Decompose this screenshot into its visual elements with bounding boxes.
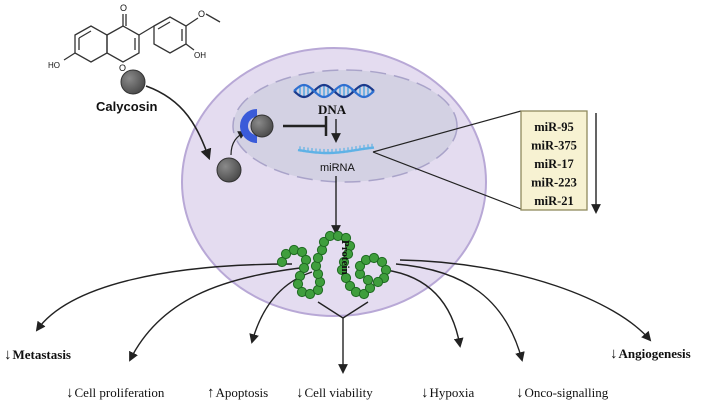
protein-bead <box>280 248 292 260</box>
mirna-item: miR-17 <box>534 157 574 171</box>
outcome-direction-arrow: ↓ <box>4 347 12 363</box>
mirna-label: miRNA <box>320 162 355 174</box>
outcome-arrow <box>342 301 369 319</box>
receptor-bound-ball <box>250 114 274 138</box>
hydroxyl-left-label: HO <box>48 61 60 70</box>
calycosin-label: Calycosin <box>96 99 157 114</box>
calycosin-structure <box>63 13 221 63</box>
outcome-text: Hypoxia <box>430 385 475 400</box>
protein-bead <box>362 274 374 286</box>
outcome-arrow <box>399 259 652 342</box>
protein-bead <box>296 246 308 258</box>
entry-arrow <box>145 85 212 161</box>
protein-bead <box>292 278 304 290</box>
outcome-arrows <box>35 259 652 374</box>
outcome-direction-arrow: ↓ <box>421 385 429 401</box>
protein-bead <box>342 248 354 260</box>
ring-oxygen-label: O <box>119 63 126 73</box>
protein-chain-icon <box>276 230 392 300</box>
hydroxyl-right-label: OH <box>194 51 206 60</box>
protein-bead <box>318 236 330 248</box>
carbonyl-oxygen-label: O <box>120 3 127 13</box>
protein-label: Protein <box>339 240 351 275</box>
outcome-labels: ↓Metastasis↓Cell proliferation↑Apoptosis… <box>4 346 691 401</box>
protein-bead <box>312 252 324 264</box>
dna-label: DNA <box>318 102 347 117</box>
outcome-label: ↓Onco-signalling <box>516 385 609 401</box>
outcome-arrow <box>395 263 525 362</box>
mirna-item: miR-95 <box>534 120 574 134</box>
mirna-list: miR-95 miR-375 miR-17 miR-223 miR-21 <box>531 120 577 208</box>
outcome-text: Apoptosis <box>216 385 269 400</box>
dna-helix-icon <box>293 83 375 99</box>
outcome-label: ↓Hypoxia <box>421 385 475 401</box>
outcome-label: ↓Metastasis <box>4 347 71 363</box>
protein-bead <box>298 262 310 274</box>
intracellular-calycosin-ball <box>216 157 242 183</box>
outcome-direction-arrow: ↑ <box>207 385 215 401</box>
outcome-text: Cell viability <box>305 385 374 400</box>
calycosin-molecule-ball <box>120 69 146 95</box>
protein-bead <box>344 280 356 292</box>
callout-line-bottom <box>372 151 522 210</box>
protein-bead <box>372 276 384 288</box>
outcome-arrow <box>35 263 293 332</box>
outcome-direction-arrow: ↓ <box>516 385 524 401</box>
outcome-text: Onco-signalling <box>525 385 609 400</box>
protein-bead <box>358 288 370 300</box>
outcome-text: Cell proliferation <box>75 385 165 400</box>
mirna-item: miR-21 <box>534 194 574 208</box>
protein-bead <box>336 264 348 276</box>
nucleus <box>232 69 458 183</box>
protein-bead <box>340 232 352 244</box>
methoxy-oxygen-label: O <box>198 9 205 19</box>
mirna-item: miR-223 <box>531 176 577 190</box>
protein-bead <box>304 288 316 300</box>
outcome-text: Metastasis <box>13 347 72 362</box>
outcome-direction-arrow: ↓ <box>610 346 618 362</box>
protein-bead <box>340 272 352 284</box>
outcome-label: ↓Cell proliferation <box>66 385 165 401</box>
mirna-strand-icon <box>297 143 375 155</box>
protein-bead <box>276 256 288 268</box>
outcome-text: Angiogenesis <box>619 346 691 361</box>
outcome-label: ↓Angiogenesis <box>610 346 691 362</box>
outcome-label: ↑Apoptosis <box>207 385 268 401</box>
mirna-item: miR-375 <box>531 139 577 153</box>
mirna-strand <box>297 146 375 155</box>
protein-bead <box>354 260 366 272</box>
outcome-direction-arrow: ↓ <box>66 385 74 401</box>
outcome-direction-arrow: ↓ <box>296 385 304 401</box>
outcome-arrow <box>385 269 464 348</box>
protein-bead <box>376 256 388 268</box>
protein-bead <box>368 252 380 264</box>
callout-line-top <box>372 110 522 153</box>
dna-strand <box>293 83 375 99</box>
outcome-arrow <box>129 267 301 362</box>
outcome-label: ↓Cell viability <box>296 385 373 401</box>
receptor-icon <box>240 109 257 143</box>
mirna-list-box <box>520 110 588 211</box>
